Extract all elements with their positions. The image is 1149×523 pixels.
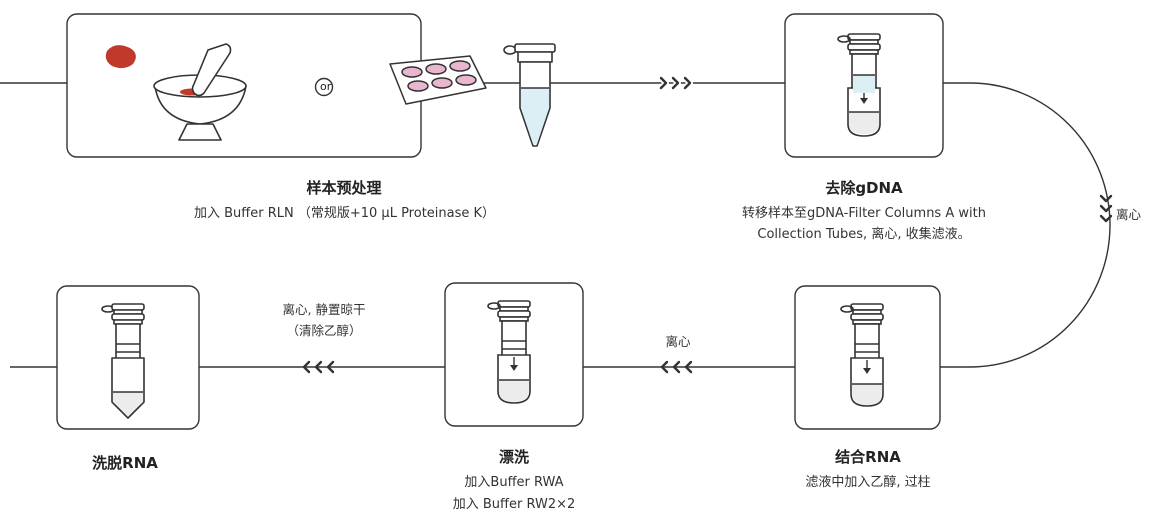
triple-arrow-left-2 [302,360,335,374]
wash-to-elute-label-line1: 离心, 静置晾干 [282,302,366,317]
centrifuge-tube-icon [503,43,556,147]
or-badge [314,77,334,97]
bind-to-wash-spin-label: 离心 [665,334,691,349]
pretreat-desc: 加入 Buffer RLN （常规版+10 μL Proteinase K） [194,206,496,221]
gdna-desc-line2: Collection Tubes, 离心, 收集滤液。 [757,227,971,242]
gdna-desc-line1: 转移样本至gDNA-Filter Columns A with [742,206,986,221]
gdna-filter-column-icon [837,33,881,137]
wash-desc-line1: 加入Buffer RWA [464,475,564,490]
triple-arrow-left-1 [660,360,693,374]
triple-arrow-right [658,75,693,91]
bind-column-icon [840,303,884,407]
wash-desc-line2: 加入 Buffer RW2×2 [452,497,576,512]
curve-spin-label: 离心 [1116,207,1142,222]
well-plate-icon [389,55,487,105]
pretreat-title: 样本预处理 [306,179,382,197]
or-label: or [320,80,332,93]
wash-to-elute-label-line2: （清除乙醇） [286,323,362,338]
wash-title: 漂洗 [498,448,529,466]
gdna-title: 去除gDNA [825,179,903,197]
elute-title: 洗脱RNA [92,454,158,472]
tissue-sample-icon [105,45,136,69]
mortar-pestle-icon [153,43,247,141]
wash-column-icon [487,300,531,404]
bind-title: 结合RNA [835,448,901,466]
triple-arrow-down [1099,194,1113,223]
elution-tube-icon [101,303,145,419]
spin-curve [969,82,1111,368]
bind-desc: 滤液中加入乙醇, 过柱 [805,475,931,490]
